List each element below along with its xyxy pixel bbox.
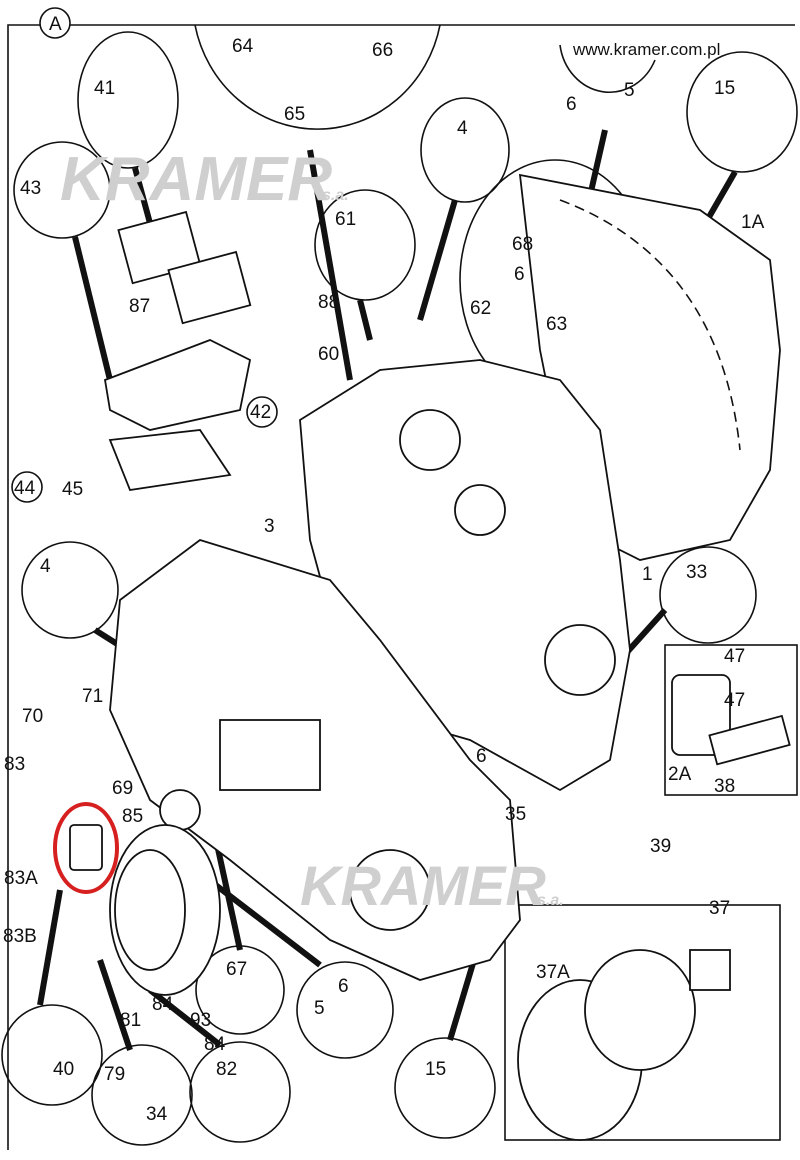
callout-38: 38 bbox=[714, 776, 735, 797]
callout-5: 5 bbox=[314, 998, 325, 1019]
callout-81: 81 bbox=[120, 1010, 141, 1031]
callout-63: 63 bbox=[546, 314, 567, 335]
callout-4: 4 bbox=[40, 556, 51, 577]
callout-70: 70 bbox=[22, 706, 43, 727]
callout-40: 40 bbox=[53, 1059, 74, 1080]
website-url[interactable]: www.kramer.com.pl bbox=[573, 40, 721, 59]
svg-text:s.a.: s.a. bbox=[537, 892, 564, 909]
callout-6: 6 bbox=[338, 976, 349, 997]
pressure-switch-85[interactable] bbox=[69, 824, 103, 871]
callout-44: 44 bbox=[14, 478, 36, 499]
callout-67: 67 bbox=[226, 959, 247, 980]
callout-34: 34 bbox=[146, 1104, 168, 1125]
part-85-highlight bbox=[53, 802, 119, 894]
callout-64: 64 bbox=[232, 36, 254, 57]
callout-65: 65 bbox=[284, 104, 305, 125]
callout-88: 88 bbox=[318, 292, 339, 313]
callout-66: 66 bbox=[372, 40, 393, 61]
callout-6: 6 bbox=[476, 746, 487, 767]
callout-15: 15 bbox=[714, 78, 735, 99]
callout-43: 43 bbox=[20, 178, 41, 199]
callout-1: 1 bbox=[642, 564, 653, 585]
frame-border bbox=[7, 24, 795, 1150]
callout-37A: 37A bbox=[536, 962, 570, 983]
svg-text:KRAMER: KRAMER bbox=[60, 145, 332, 214]
svg-text:KRAMER: KRAMER bbox=[300, 854, 546, 917]
callout-5: 5 bbox=[624, 80, 635, 101]
callout-85: 85 bbox=[122, 806, 143, 827]
callout-61: 61 bbox=[335, 209, 356, 230]
section-marker: A bbox=[49, 14, 62, 35]
callout-83A: 83A bbox=[4, 868, 38, 889]
callout-83B: 83B bbox=[3, 926, 37, 947]
callout-47: 47 bbox=[724, 690, 745, 711]
callout-69: 69 bbox=[112, 778, 133, 799]
callout-6: 6 bbox=[566, 94, 577, 115]
callout-37: 37 bbox=[709, 898, 730, 919]
callout-45: 45 bbox=[62, 479, 83, 500]
callout-71: 71 bbox=[82, 686, 103, 707]
callout-68: 68 bbox=[512, 234, 533, 255]
callout-87: 87 bbox=[129, 296, 150, 317]
callout-33: 33 bbox=[686, 562, 707, 583]
callout-83: 83 bbox=[4, 754, 25, 775]
callout-39: 39 bbox=[650, 836, 671, 857]
callout-62: 62 bbox=[470, 298, 491, 319]
callout-79: 79 bbox=[104, 1064, 125, 1085]
output-flange bbox=[517, 949, 731, 1141]
callout-60: 60 bbox=[318, 344, 339, 365]
callout-47: 47 bbox=[724, 646, 745, 667]
callout-35: 35 bbox=[505, 804, 526, 825]
callout-4: 4 bbox=[457, 118, 468, 139]
oil-filter bbox=[671, 674, 791, 766]
kramer-watermark-top: KRAMER s.a. bbox=[60, 145, 349, 214]
kramer-watermark-bottom: KRAMER s.a. bbox=[300, 854, 564, 917]
transmission-case bbox=[109, 539, 521, 981]
section-marker-circle bbox=[39, 7, 71, 39]
callout-93: 93 bbox=[190, 1010, 211, 1031]
svg-text:s.a.: s.a. bbox=[322, 187, 349, 204]
callout-6: 6 bbox=[514, 264, 525, 285]
callout-15: 15 bbox=[425, 1059, 446, 1080]
callout-2A: 2A bbox=[668, 764, 692, 785]
pump-assembly bbox=[109, 824, 221, 996]
solenoid-valve-block bbox=[103, 210, 252, 491]
callout-84: 84 bbox=[152, 994, 174, 1015]
callout-3: 3 bbox=[264, 516, 275, 537]
callout-82: 82 bbox=[216, 1059, 237, 1080]
callout-1A: 1A bbox=[741, 212, 765, 233]
callout-42: 42 bbox=[250, 402, 271, 423]
callout-84: 84 bbox=[204, 1034, 226, 1055]
callout-41: 41 bbox=[94, 78, 115, 99]
